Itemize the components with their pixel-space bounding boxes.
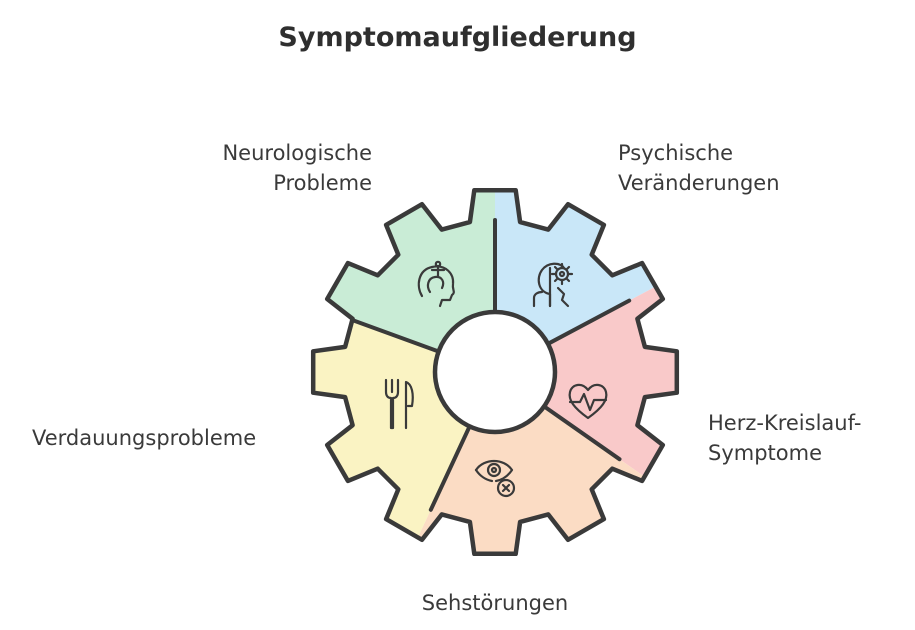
segment-divider — [350, 318, 441, 354]
segment-divider — [428, 424, 472, 512]
brain-head-icon — [417, 260, 455, 308]
gear-hub — [432, 309, 558, 435]
fork-knife-icon — [384, 378, 414, 430]
gear-outline — [310, 187, 680, 557]
eye-x-icon — [474, 459, 516, 498]
label-neurologische-probleme: Neurologische Probleme — [222, 141, 372, 195]
label-herz-kreislauf-symptome: Herz-Kreislauf- Symptome — [708, 411, 862, 465]
segment-divider — [546, 298, 632, 346]
label-sehstoerungen: Sehstörungen — [421, 591, 569, 615]
label-verdauungsprobleme: Verdauungsprobleme — [32, 426, 257, 450]
diagram-title: Symptomaufgliederung — [278, 22, 637, 53]
segment-dividers — [350, 218, 632, 512]
head-gear-icon — [532, 262, 574, 308]
heartbeat-icon — [568, 383, 608, 420]
segment-divider — [542, 404, 622, 462]
label-psychische-veraenderungen: Psychische Veränderungen — [618, 141, 780, 195]
